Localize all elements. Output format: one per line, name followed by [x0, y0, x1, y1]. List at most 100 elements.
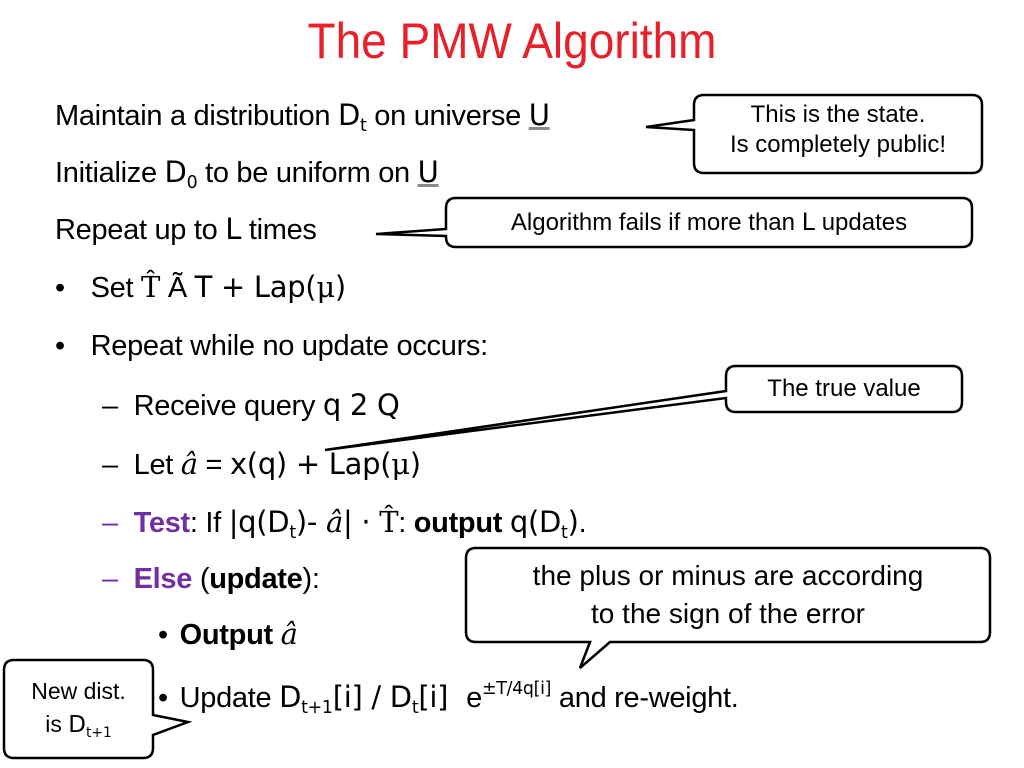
symbol-a-hat: â — [280, 617, 298, 651]
line-repeat: Repeat up to L times — [55, 212, 317, 247]
line-receive: – Receive query q 2 Q — [102, 388, 400, 423]
subscript: t+1 — [85, 724, 112, 741]
text-math: [i] / — [332, 680, 390, 714]
bullet: • — [55, 272, 65, 304]
symbol-U: U — [528, 98, 550, 132]
text-math: [i] — [418, 680, 449, 714]
text-math: ) — [334, 270, 346, 304]
callout-newdist-line1: New dist. — [31, 678, 126, 704]
text-math: T + Lap( — [194, 270, 317, 304]
callout-newdist: New dist. is Dt+1 — [4, 675, 153, 742]
line-let: – Let â = x(q) + Lap(μ) — [102, 447, 421, 482]
text: Update — [179, 682, 280, 714]
line-repeat-while: • Repeat while no update occurs: — [55, 330, 488, 363]
keyword-else: Else — [133, 563, 193, 595]
text: Algorithm fails if more than — [510, 209, 802, 236]
callout-true-value: The true value — [767, 375, 921, 402]
text-math: ) — [567, 505, 579, 539]
text: Repeat while no update occurs: — [90, 330, 489, 362]
text: Maintain a distribution — [55, 100, 338, 132]
subscript: t — [289, 523, 296, 544]
symbol: 2 — [340, 388, 377, 422]
callout-sign-line2: to the sign of the error — [591, 598, 865, 629]
text-math: |q(D — [228, 505, 290, 539]
text: Repeat up to — [55, 214, 226, 246]
symbol-D: D — [389, 680, 412, 714]
text: Let — [133, 449, 181, 481]
symbol-D: D — [68, 712, 86, 738]
text-math: x(q) + Lap( — [229, 447, 392, 481]
subscript: t+1 — [301, 698, 333, 719]
text: . — [578, 507, 587, 539]
text: ( — [192, 563, 210, 595]
text: times — [241, 214, 317, 246]
dash: – — [102, 390, 118, 422]
text: Receive query — [133, 390, 323, 422]
exponent: ±T/4q[i] — [482, 678, 552, 699]
text: Set — [90, 272, 142, 304]
text: : If — [189, 507, 229, 539]
line-output: • Output â — [158, 617, 298, 652]
callout-fails: Algorithm fails if more than L updates — [446, 207, 972, 238]
line-set: • Set T̂ Ã T + Lap(μ) — [55, 270, 346, 305]
bullet: • — [55, 330, 65, 362]
text: and re-weight. — [551, 682, 739, 714]
text: is — [45, 711, 69, 737]
text: to be uniform on — [197, 157, 418, 189]
subscript: t — [411, 698, 419, 719]
callout-state: This is the state. Is completely public! — [694, 100, 982, 160]
bullet: • — [158, 682, 168, 714]
text-math: q(D — [509, 505, 562, 539]
symbol-Q: Q — [376, 388, 400, 422]
callout-sign-box — [464, 546, 992, 669]
symbol-D: D — [164, 155, 187, 189]
callout-state-box — [645, 93, 984, 175]
subscript: 0 — [186, 173, 198, 194]
subscript: t — [561, 523, 568, 544]
callout-sign: the plus or minus are according to the s… — [466, 557, 990, 633]
bullet: • — [158, 619, 168, 651]
symbol-D: D — [279, 680, 302, 714]
keyword-test: Test — [133, 507, 191, 539]
symbol: = — [197, 449, 230, 481]
line-test: – Test: If |q(Dt)- â| · T̂: output q(Dt)… — [102, 505, 587, 544]
symbol-mu: μ — [316, 270, 335, 304]
text-math: )- — [295, 505, 326, 539]
callout-true-value-box — [324, 364, 964, 452]
symbol-a-hat: â — [180, 447, 198, 481]
line-maintain: Maintain a distribution Dt on universe U — [55, 98, 550, 137]
text: ): — [302, 563, 320, 595]
slide-title: The PMW Algorithm — [307, 13, 717, 69]
callout-newdist-line2: is Dt+1 — [4, 708, 153, 742]
symbol-mu: μ — [391, 447, 410, 481]
symbol-D: D — [337, 98, 360, 132]
line-update: • Update Dt+1[i] / Dt[i]e±T/4q[i] and re… — [158, 678, 739, 719]
line-initialize: Initialize D0 to be uniform on U — [55, 155, 439, 194]
text: Initialize — [55, 157, 165, 189]
keyword-output: output — [413, 507, 510, 539]
line-else: – Else (update): — [102, 563, 320, 596]
callout-fails-box — [375, 196, 974, 249]
subscript: t — [360, 116, 367, 137]
symbol-L: L — [225, 212, 242, 246]
text-math: | · — [342, 505, 380, 539]
keyword-update: update — [209, 563, 303, 595]
callout-state-line1: This is the state. — [750, 101, 926, 128]
text: updates — [815, 209, 908, 236]
text: on universe — [366, 100, 529, 132]
text: : — [398, 507, 414, 539]
dash: – — [102, 563, 118, 595]
dash: – — [102, 449, 118, 481]
keyword-output: Output — [179, 619, 281, 651]
symbol-q: q — [322, 388, 341, 422]
callout-newdist-box — [2, 658, 193, 760]
symbol: Ã — [160, 272, 195, 304]
text-math: ) — [409, 447, 421, 481]
symbol-T-hat: T̂ — [141, 270, 161, 304]
callout-state-line2: Is completely public! — [729, 131, 947, 158]
symbol-T-hat: T̂ — [379, 505, 399, 539]
symbol-U: U — [417, 155, 439, 189]
symbol-a-hat: â — [325, 505, 343, 539]
dash: – — [102, 507, 118, 539]
